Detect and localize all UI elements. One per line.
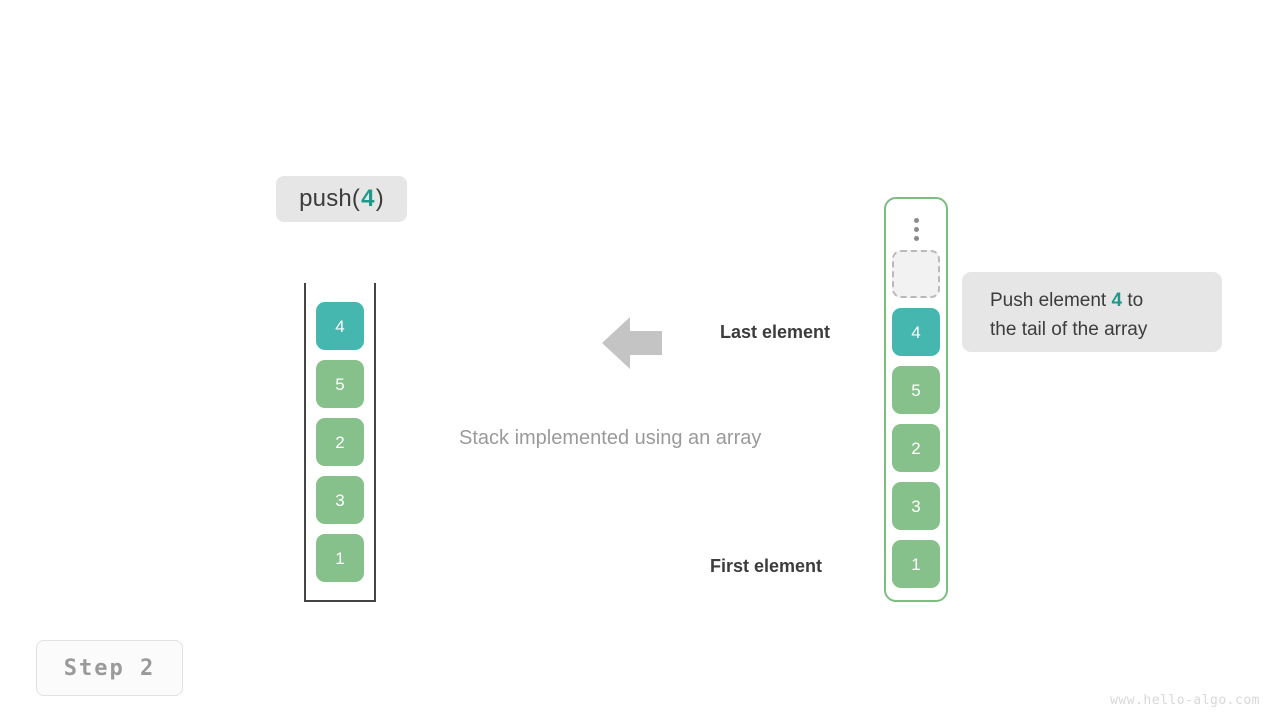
array-cell-value: 5 (911, 380, 921, 400)
ellipsis-dot (913, 217, 919, 223)
left-arrow-icon (602, 317, 662, 369)
array-cell-value: 1 (911, 554, 921, 574)
operation-pill: push(4) (276, 176, 407, 222)
first-element-label: First element (710, 556, 823, 576)
array-cell: 3 (892, 482, 940, 530)
array-cell: 5 (892, 366, 940, 414)
array-cell-value: 2 (911, 438, 921, 458)
array-cell: 4 (892, 308, 940, 356)
stack-cell: 3 (316, 476, 364, 524)
stack-container-outline (304, 283, 376, 602)
step-label: Step 2 (63, 655, 156, 681)
stack-cell-value: 1 (335, 548, 345, 568)
array-cell-value: 3 (911, 496, 921, 516)
array-cell: 1 (892, 540, 940, 588)
watermark: www.hello-algo.com (1110, 693, 1260, 708)
stack-visualization: 4 5 2 3 1 (304, 283, 376, 602)
note-line1-argument: 4 (1111, 290, 1123, 311)
note-line1-prefix: Push element (990, 290, 1112, 311)
vertical-ellipsis-icon (886, 212, 946, 246)
stack-cell-value: 4 (335, 316, 345, 336)
array-cell-empty (892, 250, 940, 298)
note-line2: the tail of the array (990, 319, 1148, 340)
operation-prefix: push( (299, 185, 361, 212)
array-cell-value: 4 (911, 322, 921, 342)
stack-cell-value: 2 (335, 432, 345, 452)
array-visualization: 4 5 2 3 1 (884, 197, 948, 602)
stack-caption: Stack implemented using an array (459, 427, 762, 449)
array-cell-list: 4 5 2 3 1 (886, 250, 946, 588)
stack-cell-value: 5 (335, 374, 345, 394)
operation-argument: 4 (361, 185, 375, 212)
explanation-note: Push element 4 to the tail of the array (962, 272, 1222, 352)
stack-cell: 2 (316, 418, 364, 466)
stack-cell: 1 (316, 534, 364, 582)
operation-suffix: ) (375, 185, 384, 212)
step-badge: Step 2 (36, 640, 183, 696)
ellipsis-dot (913, 226, 919, 232)
stack-cell-value: 3 (335, 490, 345, 510)
stack-cell: 4 (316, 302, 364, 350)
stack-cell: 5 (316, 360, 364, 408)
last-element-label: Last element (720, 322, 831, 342)
stack-cell-list: 4 5 2 3 1 (304, 302, 376, 582)
array-cell: 2 (892, 424, 940, 472)
note-line1-suffix: to (1122, 290, 1144, 311)
ellipsis-dot (913, 235, 919, 241)
